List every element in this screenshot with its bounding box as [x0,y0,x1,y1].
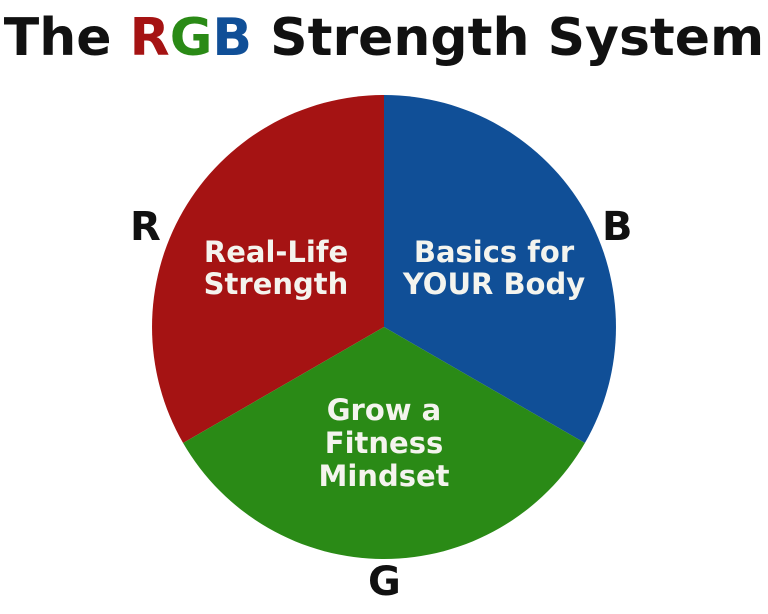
title-letter-g: G [169,8,213,68]
red-segment [152,95,384,443]
green-segment-line-1: Grow a [327,393,442,427]
blue-segment-line-2: YOUR Body [402,267,585,301]
blue-segment-line-1: Basics for [414,235,575,269]
red-segment-line-2: Strength [204,267,349,301]
label-r: R [130,204,161,250]
page-title: The RGB Strength System [0,8,768,68]
green-segment-line-2: Fitness [325,426,443,460]
title-suffix: Strength System [252,8,765,68]
green-segment [183,327,585,559]
title-letter-b: B [212,8,253,68]
label-g: G [368,559,401,605]
title-letter-r: R [129,8,170,68]
label-b: B [602,204,633,250]
title-prefix: The [3,8,130,68]
blue-segment [384,95,616,443]
green-segment-line-3: Mindset [319,459,450,493]
red-segment-line-1: Real-Life [204,235,348,269]
